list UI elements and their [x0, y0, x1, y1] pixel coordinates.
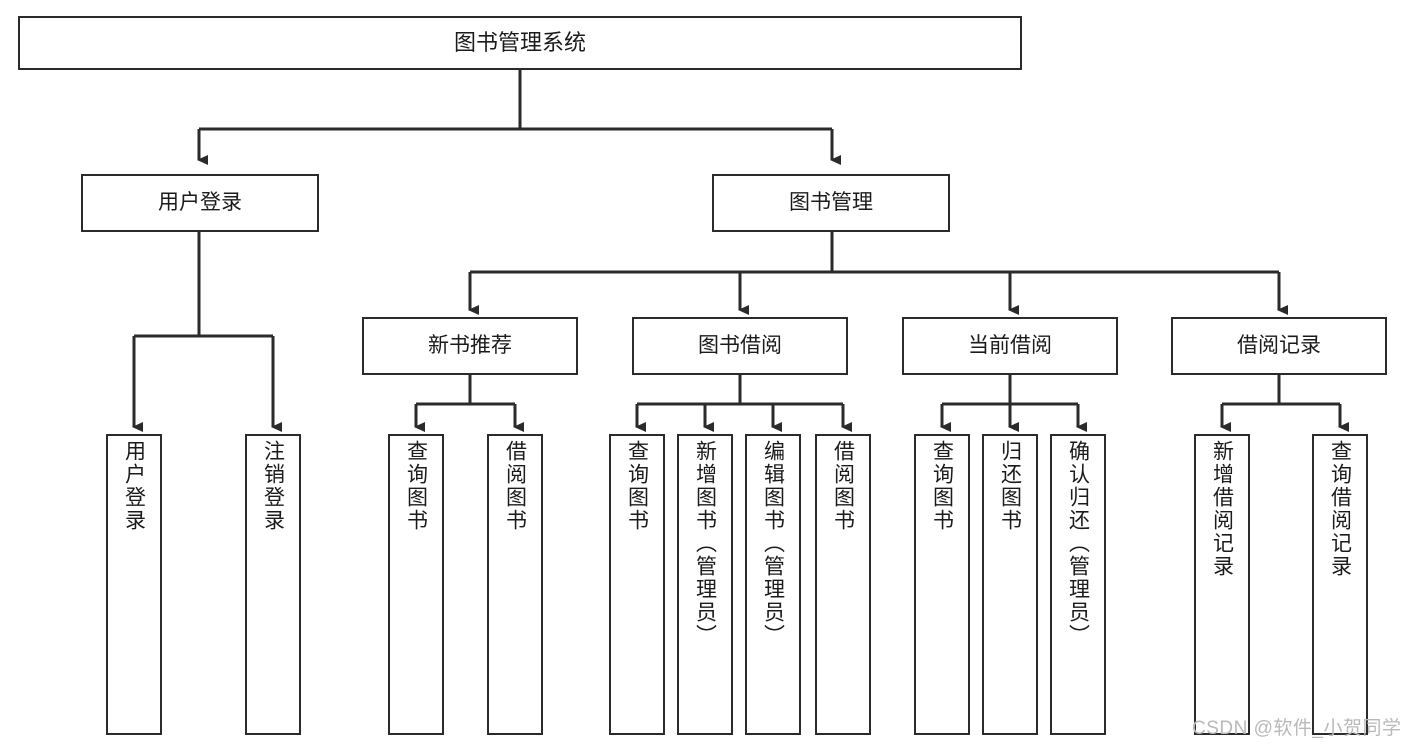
node-label: 查询图书 — [625, 440, 649, 532]
node-label: 借阅图书 — [831, 440, 855, 532]
node-label: 编辑图书（管理员） — [761, 440, 785, 647]
node-book-management[interactable]: 图书管理 — [712, 174, 950, 232]
leaf-confirm-return-admin[interactable]: 确认归还（管理员） — [1050, 434, 1106, 735]
node-new-book-recommend[interactable]: 新书推荐 — [362, 317, 578, 375]
leaf-add-borrow-record[interactable]: 新增借阅记录 — [1194, 434, 1250, 735]
node-label: 用户登录 — [158, 191, 242, 215]
node-label: 确认归还（管理员） — [1066, 440, 1090, 647]
leaf-logout[interactable]: 注销登录 — [245, 434, 301, 735]
node-label: 图书借阅 — [698, 334, 782, 358]
leaf-query-book-current[interactable]: 查询图书 — [914, 434, 970, 735]
node-label: 借阅记录 — [1237, 334, 1321, 358]
leaf-query-borrow-record[interactable]: 查询借阅记录 — [1312, 434, 1368, 735]
node-label: 图书管理 — [789, 191, 873, 215]
leaf-borrow-book-newbooks[interactable]: 借阅图书 — [487, 434, 543, 735]
leaf-edit-book-admin[interactable]: 编辑图书（管理员） — [745, 434, 801, 735]
leaf-query-book-newbooks[interactable]: 查询图书 — [388, 434, 444, 735]
node-root-system[interactable]: 图书管理系统 — [18, 16, 1022, 70]
node-label: 借阅图书 — [503, 440, 527, 532]
leaf-return-book[interactable]: 归还图书 — [982, 434, 1038, 735]
node-label: 查询图书 — [404, 440, 428, 532]
node-label: 归还图书 — [998, 440, 1022, 532]
node-label: 新增图书（管理员） — [693, 440, 717, 647]
node-label: 新书推荐 — [428, 334, 512, 358]
leaf-borrow-book[interactable]: 借阅图书 — [815, 434, 871, 735]
leaf-query-book-borrow[interactable]: 查询图书 — [609, 434, 665, 735]
node-label: 图书管理系统 — [453, 29, 586, 55]
node-borrow-records[interactable]: 借阅记录 — [1171, 317, 1387, 375]
node-label: 用户登录 — [122, 440, 146, 532]
node-label: 查询借阅记录 — [1328, 440, 1352, 578]
leaf-user-login[interactable]: 用户登录 — [106, 434, 162, 735]
node-current-borrow[interactable]: 当前借阅 — [902, 317, 1118, 375]
node-label: 当前借阅 — [968, 334, 1052, 358]
node-user-login[interactable]: 用户登录 — [81, 174, 319, 232]
node-label: 新增借阅记录 — [1210, 440, 1234, 578]
node-label: 注销登录 — [261, 440, 285, 532]
csdn-watermark: CSDN @软件_小贺同学 — [1192, 718, 1402, 739]
leaf-add-book-admin[interactable]: 新增图书（管理员） — [677, 434, 733, 735]
node-label: 查询图书 — [930, 440, 954, 532]
node-book-borrow[interactable]: 图书借阅 — [632, 317, 848, 375]
